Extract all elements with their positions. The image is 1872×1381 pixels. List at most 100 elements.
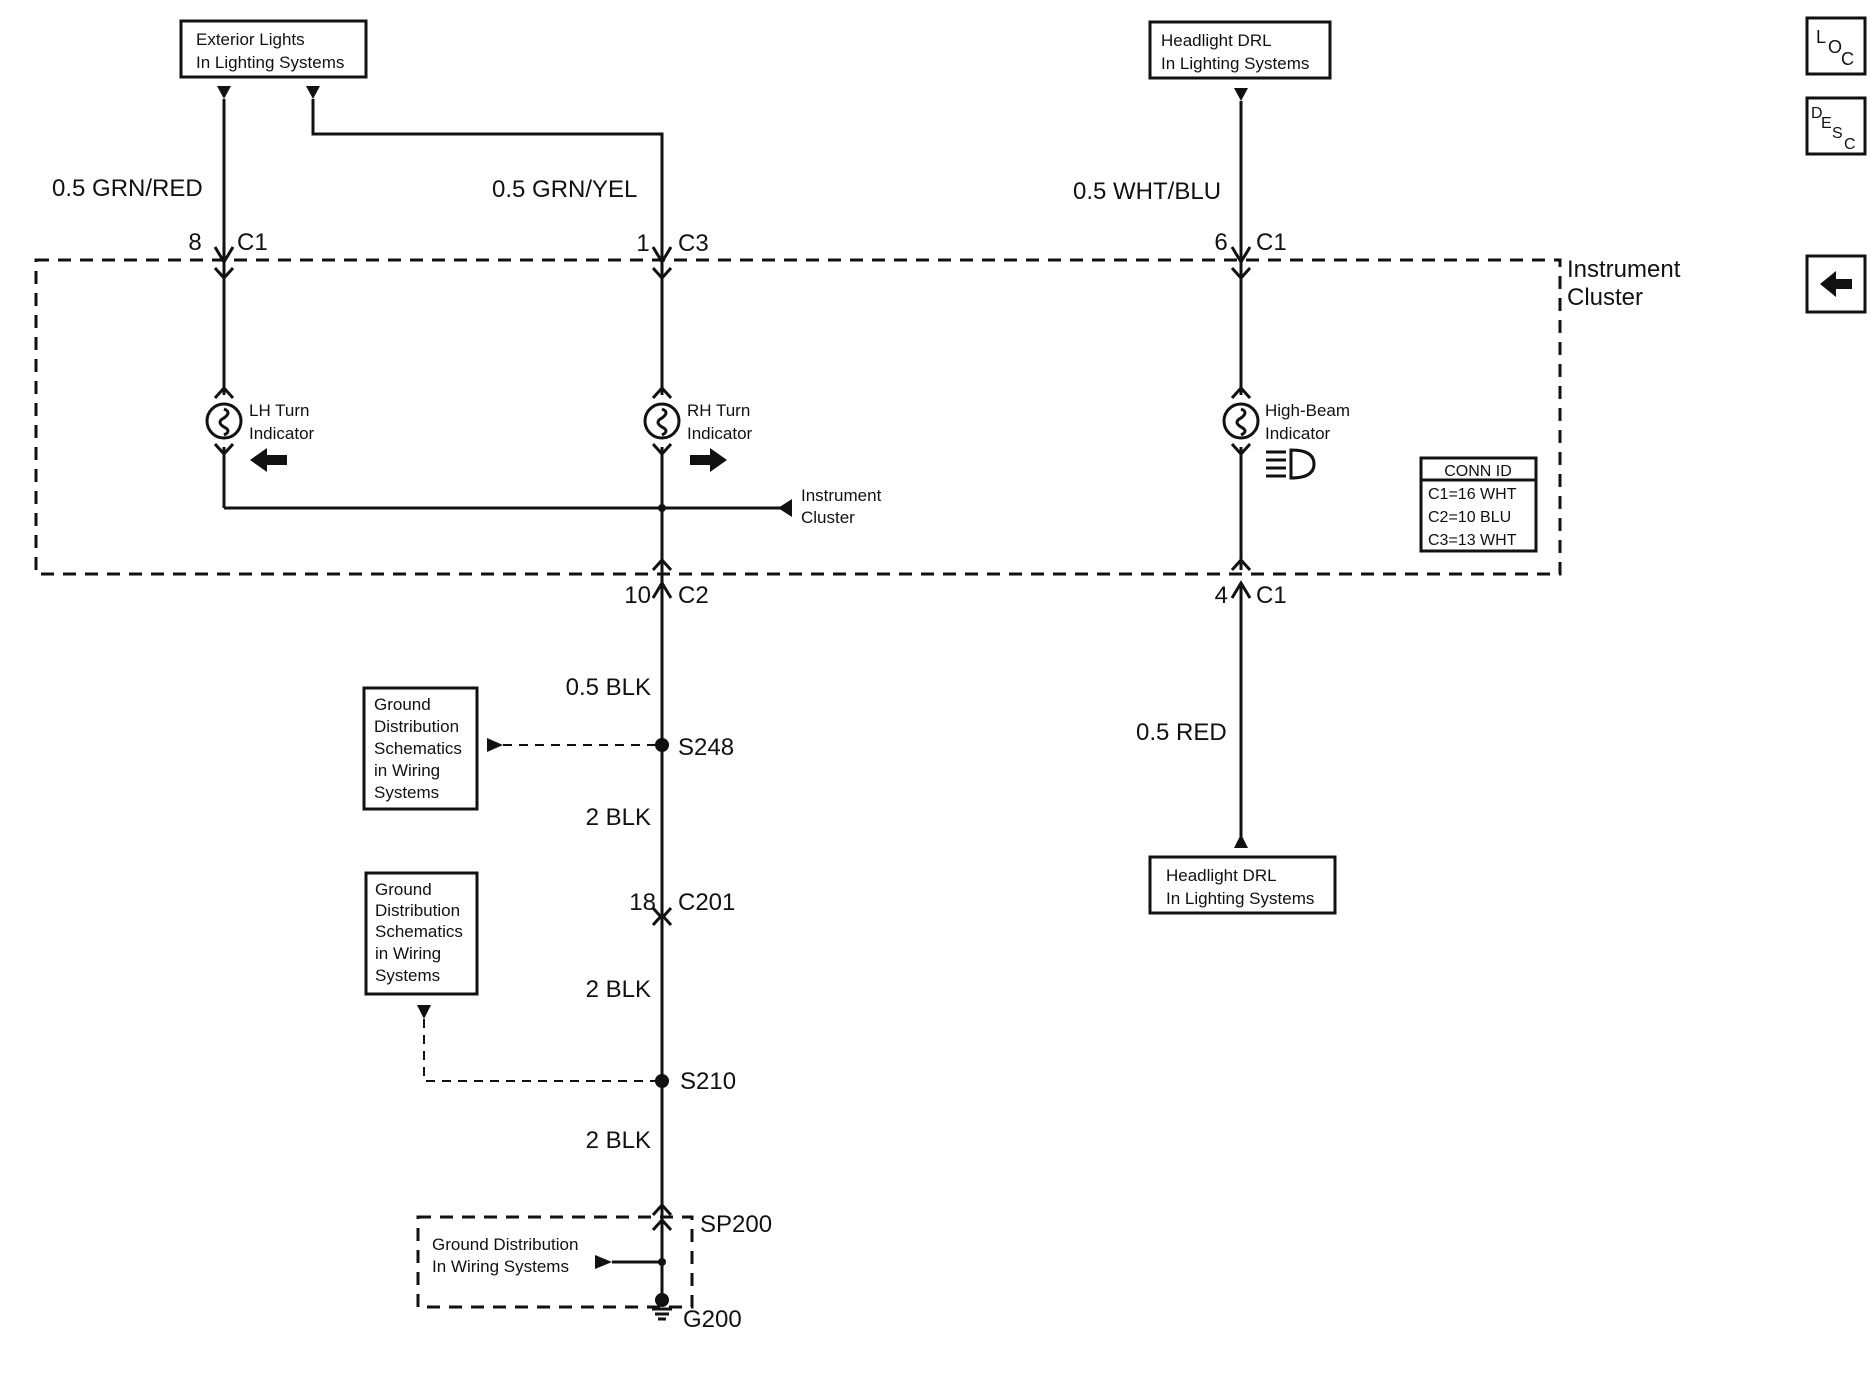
pin-number-lh: 8 bbox=[188, 229, 201, 256]
high-beam-headlamp-icon bbox=[1266, 448, 1316, 480]
hb-indicator-label-2: Indicator bbox=[1265, 424, 1331, 443]
pin-number-rh: 1 bbox=[636, 230, 649, 257]
connector-mark-c201-bottom bbox=[651, 912, 673, 927]
pin-conn-gnd: C2 bbox=[678, 582, 709, 609]
rh-bulb-filament-icon bbox=[656, 407, 668, 437]
rh-indicator-label-2: Indicator bbox=[687, 424, 753, 443]
high-beam-bulb-icon bbox=[1222, 402, 1260, 440]
ground-schematics-1-line2: Distribution bbox=[374, 717, 459, 736]
pin-number-c201: 18 bbox=[629, 889, 656, 916]
right-arrow-indicator-icon bbox=[690, 448, 727, 472]
wire-label-blk-s248: 2 BLK bbox=[586, 804, 651, 831]
connector-arrow-lh-c1 bbox=[213, 246, 235, 265]
exterior-lights-ref-box[interactable] bbox=[179, 19, 368, 79]
hb-bulb-filament-icon bbox=[1235, 407, 1247, 437]
instrument-cluster-boundary bbox=[34, 258, 1562, 576]
splice-s248-dot bbox=[655, 738, 669, 752]
pin-number-hb: 6 bbox=[1214, 229, 1227, 256]
connector-mark-c201-top bbox=[651, 906, 673, 921]
ref-arrow-rh bbox=[306, 86, 320, 99]
bulb-mark-lh-top bbox=[213, 385, 235, 400]
ground-distribution-line1: Ground Distribution bbox=[432, 1235, 578, 1254]
ref-arrow-hb bbox=[1234, 88, 1248, 101]
instrument-cluster-label-1: Instrument bbox=[1567, 256, 1681, 283]
desc-letter-d: D bbox=[1811, 105, 1823, 122]
headlight-drl-top-ref-box[interactable] bbox=[1148, 20, 1332, 80]
connector-mark-c2-inner bbox=[651, 557, 673, 572]
wire-label-blk-c201: 2 BLK bbox=[586, 976, 651, 1003]
rh-turn-bulb-icon bbox=[643, 402, 681, 440]
ground-schematics-2-ref-box[interactable] bbox=[364, 871, 479, 996]
splice-label-s248: S248 bbox=[678, 734, 734, 761]
conn-id-title: CONN ID bbox=[1444, 463, 1512, 480]
rh-indicator-label-1: RH Turn bbox=[687, 401, 750, 420]
conn-id-row-3: C3=13 WHT bbox=[1428, 532, 1517, 549]
desc-button[interactable]: D E S C bbox=[1805, 96, 1867, 156]
bulb-mark-hb-top bbox=[1230, 385, 1252, 400]
connector-arrow-c2 bbox=[651, 580, 673, 599]
wire-label-hb: 0.5 WHT/BLU bbox=[1073, 178, 1221, 205]
loc-button[interactable]: L O C bbox=[1805, 16, 1867, 76]
hb-indicator-label-1: High-Beam bbox=[1265, 401, 1350, 420]
ground-g200-dot bbox=[655, 1293, 669, 1307]
exterior-lights-ref-line2: In Lighting Systems bbox=[196, 53, 344, 72]
pin-conn-red: C1 bbox=[1256, 582, 1287, 609]
splice-s210-dot bbox=[655, 1074, 669, 1088]
lh-indicator-label-2: Indicator bbox=[249, 424, 315, 443]
ground-schematics-2-line1: Ground bbox=[375, 880, 432, 899]
connector-mark-sp200-inner bbox=[651, 1217, 673, 1232]
ground-schematics-1-ref-box[interactable] bbox=[362, 686, 479, 811]
ground-schematics-1-line3: Schematics bbox=[374, 739, 462, 758]
connector-mark-sp200-top bbox=[651, 1202, 673, 1217]
lh-bulb-filament-icon bbox=[218, 407, 230, 437]
desc-letter-e: E bbox=[1821, 115, 1832, 132]
internal-ref-arrow bbox=[778, 499, 792, 517]
pin-conn-lh: C1 bbox=[237, 229, 268, 256]
pin-conn-hb: C1 bbox=[1256, 229, 1287, 256]
ref-arrow-lh bbox=[217, 86, 231, 99]
conn-id-row-1: C1=16 WHT bbox=[1428, 486, 1517, 503]
cluster-internal-label-2: Cluster bbox=[801, 508, 855, 527]
dashed-link-s210 bbox=[423, 1019, 660, 1082]
ground-label-g200: G200 bbox=[683, 1306, 742, 1333]
pin-number-gnd: 10 bbox=[624, 582, 651, 609]
pin-number-red: 4 bbox=[1215, 582, 1228, 609]
connector-arrow-rh-c3 bbox=[651, 246, 673, 265]
ref-arrow-gnd-1 bbox=[487, 738, 503, 752]
left-arrow-indicator-icon bbox=[250, 448, 287, 472]
junction-dot-cluster bbox=[658, 504, 666, 512]
desc-letter-s: S bbox=[1832, 125, 1843, 142]
headlight-drl-top-line2: In Lighting Systems bbox=[1161, 54, 1309, 73]
wire-label-lh: 0.5 GRN/RED bbox=[52, 175, 203, 202]
connector-arrow-red-c1 bbox=[1230, 580, 1252, 599]
ground-schematics-1-line4: in Wiring bbox=[374, 761, 440, 780]
exterior-lights-ref-line1: Exterior Lights bbox=[196, 30, 305, 49]
wire-label-blk-s210: 2 BLK bbox=[586, 1127, 651, 1154]
loc-letter-c: C bbox=[1841, 49, 1854, 69]
ref-arrow-red bbox=[1234, 834, 1248, 848]
wire-rh-upper bbox=[311, 99, 664, 265]
connector-mark-red-inner bbox=[1230, 557, 1252, 572]
pin-conn-c201: C201 bbox=[678, 889, 735, 916]
headlight-drl-bottom-line2: In Lighting Systems bbox=[1166, 889, 1314, 908]
ground-schematics-2-line4: in Wiring bbox=[375, 944, 441, 963]
lh-indicator-label-1: LH Turn bbox=[249, 401, 309, 420]
ground-schematics-2-line3: Schematics bbox=[375, 922, 463, 941]
pin-conn-rh: C3 bbox=[678, 230, 709, 257]
conn-id-table bbox=[1419, 456, 1538, 553]
wire-label-blk-c2: 0.5 BLK bbox=[566, 674, 651, 701]
splice-label-s210: S210 bbox=[680, 1068, 736, 1095]
ref-arrow-gnd-2 bbox=[417, 1005, 431, 1019]
lh-turn-bulb-icon bbox=[205, 402, 243, 440]
back-button[interactable] bbox=[1805, 254, 1867, 314]
headlight-drl-bottom-ref-box[interactable] bbox=[1148, 855, 1337, 915]
loc-letter-l: L bbox=[1816, 27, 1826, 47]
cluster-internal-label-1: Instrument bbox=[801, 486, 882, 505]
connector-arrow-hb-c1 bbox=[1230, 246, 1252, 265]
wire-label-red: 0.5 RED bbox=[1136, 719, 1227, 746]
junction-dot-sp200 bbox=[658, 1258, 666, 1266]
ground-schematics-2-line2: Distribution bbox=[375, 901, 460, 920]
ref-arrow-gnd-dist bbox=[595, 1255, 612, 1269]
desc-letter-c: C bbox=[1844, 136, 1856, 153]
